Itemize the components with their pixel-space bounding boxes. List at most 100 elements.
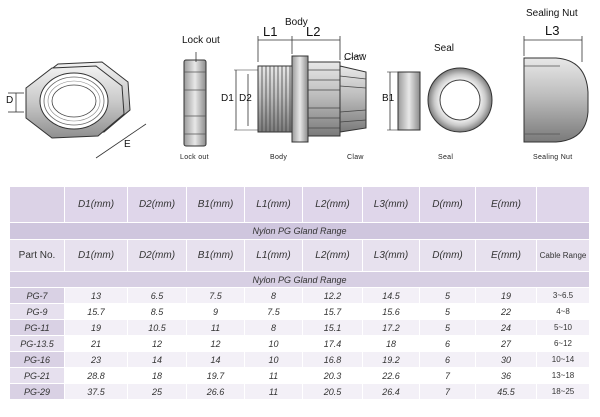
range-title: Nylon PG Gland Range (9, 222, 590, 240)
table-row-cell: 15.7 (302, 303, 363, 320)
table-row-cell: 19 (64, 319, 128, 336)
spec-table-body: D1(mm)D2(mm)B1(mm)L1(mm)L2(mm)L3(mm)D(mm… (9, 186, 590, 400)
header-row-cell: Part No. (9, 239, 65, 272)
table-row-cell: 15.1 (302, 319, 363, 336)
label-d2: D2 (239, 93, 252, 104)
table-row-cell: 12.2 (302, 287, 363, 304)
range-row: Nylon PG Gland Range (9, 222, 590, 240)
table-row-cell: 7.5 (186, 287, 245, 304)
table-row-cell: 20.5 (302, 383, 363, 400)
table-row-cell: 6~12 (536, 335, 590, 352)
table-row-cell: 3~6.5 (536, 287, 590, 304)
table-row-cell: PG-29 (9, 383, 65, 400)
table-row-cell: 10 (244, 351, 303, 368)
table-row-cell: PG-9 (9, 303, 65, 320)
header-row-cell: B1(mm) (186, 239, 245, 272)
table-row-cell: PG-11 (9, 319, 65, 336)
table-row-cell: 10 (244, 335, 303, 352)
header-row-cell: D2(mm) (127, 239, 187, 272)
seal-side-drawing (387, 71, 421, 131)
table-row-cell: 18~25 (536, 383, 590, 400)
header-row-cell: Cable Range (536, 239, 590, 272)
header-row-cell: L2(mm) (302, 239, 363, 272)
caption-sealing-nut: Sealing Nut (533, 154, 573, 161)
table-row-cell: 37.5 (64, 383, 128, 400)
table-row-cell: 30 (475, 351, 537, 368)
label-claw: Claw (344, 52, 367, 63)
label-e: E (124, 139, 131, 150)
technical-drawing: D E Lock out Lock out Body L1 L2 Claw D1… (0, 0, 600, 182)
table-row-cell: 45.5 (475, 383, 537, 400)
table-row-cell: 5 (419, 303, 476, 320)
table-row-cell: 10.5 (127, 319, 187, 336)
table-row-cell: 6 (419, 351, 476, 368)
caption-claw: Claw (347, 154, 364, 161)
header-row-cell: L2(mm) (302, 186, 363, 223)
table-row-cell: 27 (475, 335, 537, 352)
caption-body: Body (270, 154, 288, 161)
table-row-cell: 19 (475, 287, 537, 304)
table-row-cell: 14 (186, 351, 245, 368)
header-row-cell: D(mm) (419, 186, 476, 223)
table-row-cell: 18 (362, 335, 420, 352)
table-row-cell: 12 (186, 335, 245, 352)
table-row-cell: 19.2 (362, 351, 420, 368)
table-row-cell: 14.5 (362, 287, 420, 304)
header-row-cell: L3(mm) (362, 239, 420, 272)
table-row-cell: 21 (64, 335, 128, 352)
table-row-cell: 11 (244, 367, 303, 384)
table-row-cell: 8 (244, 287, 303, 304)
label-l1: L1 (263, 24, 278, 39)
table-row-cell: PG-21 (9, 367, 65, 384)
table-row-cell: 17.2 (362, 319, 420, 336)
table-row-cell: 5 (419, 287, 476, 304)
table-row-cell: 36 (475, 367, 537, 384)
table-row-cell: 5~10 (536, 319, 590, 336)
caption-seal: Seal (438, 154, 454, 161)
header-row-cell: E(mm) (475, 186, 537, 223)
label-b1: B1 (382, 93, 395, 104)
table-row-cell: 23 (64, 351, 128, 368)
table-row-cell: 16.8 (302, 351, 363, 368)
table-row-cell: 7.5 (244, 303, 303, 320)
table-row-cell: PG-7 (9, 287, 65, 304)
header-row-cell: D1(mm) (64, 239, 128, 272)
header-row-cell (536, 186, 590, 223)
locknut-drawing (8, 61, 147, 159)
table-row-cell: PG-13.5 (9, 335, 65, 352)
table-row-cell: 7 (419, 367, 476, 384)
table-row-cell: 11 (244, 383, 303, 400)
label-lock-out: Lock out (182, 35, 220, 46)
table-row-cell: 7 (419, 383, 476, 400)
label-d: D (6, 95, 14, 106)
table-row-cell: 12 (127, 335, 187, 352)
table-row-cell: 26.6 (186, 383, 245, 400)
header-row-cell: D2(mm) (127, 186, 187, 223)
range-title: Nylon PG Gland Range (9, 271, 590, 288)
table-row-cell: 13 (64, 287, 128, 304)
header-row-cell (9, 186, 65, 223)
caption-lock-out: Lock out (180, 154, 209, 161)
table-row-cell: 28.8 (64, 367, 128, 384)
header-row-cell: D(mm) (419, 239, 476, 272)
seal-ring-drawing (427, 67, 493, 133)
locknut-side-drawing (183, 52, 207, 147)
spec-table: D1(mm)D2(mm)B1(mm)L1(mm)L2(mm)L3(mm)D(mm… (9, 186, 590, 400)
table-row-cell: 8 (244, 319, 303, 336)
table-row-cell: 17.4 (302, 335, 363, 352)
table-row-cell: 20.3 (302, 367, 363, 384)
table-row-cell: 8.5 (127, 303, 187, 320)
header-row: Part No.D1(mm)D2(mm)B1(mm)L1(mm)L2(mm)L3… (9, 239, 590, 272)
table-row-cell: 5 (419, 319, 476, 336)
label-l3: L3 (545, 23, 560, 38)
table-row-cell: 13~18 (536, 367, 590, 384)
label-l2: L2 (306, 24, 321, 39)
header-row-cell: L1(mm) (244, 239, 303, 272)
